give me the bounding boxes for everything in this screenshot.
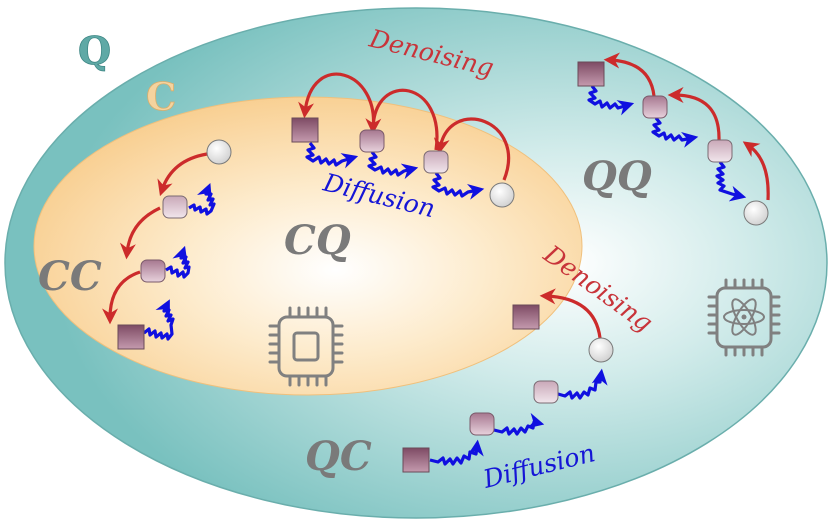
denoising-arrow bbox=[667, 87, 721, 141]
clean-state-circle bbox=[489, 182, 515, 208]
noisy-state-square bbox=[577, 61, 605, 87]
denoising-arrow bbox=[603, 52, 656, 97]
qc-denoising-arrows bbox=[539, 288, 602, 339]
diffusion-arrow bbox=[165, 245, 191, 279]
diffusion-arrow bbox=[143, 299, 175, 341]
intermediate-state-node bbox=[469, 412, 495, 436]
intermediate-state-node bbox=[423, 150, 449, 174]
diffusion-arrow bbox=[188, 183, 216, 216]
denoising-arrow bbox=[102, 270, 141, 325]
quantum-chip-icon bbox=[707, 278, 781, 357]
diffusion-arrow bbox=[367, 151, 419, 180]
diffusion-arrow bbox=[429, 439, 484, 466]
diffusion-arrow bbox=[305, 142, 359, 169]
region-label-qc: QC bbox=[305, 433, 372, 480]
denoising-arrow bbox=[539, 288, 602, 339]
noisy-state-square bbox=[402, 447, 430, 473]
noisy-state-square bbox=[512, 304, 540, 330]
qc-diffusion-arrows bbox=[429, 368, 608, 466]
clean-state-circle bbox=[588, 337, 614, 363]
region-label-cq: CQ bbox=[284, 217, 351, 264]
qq-process bbox=[577, 52, 770, 226]
qc-process bbox=[402, 288, 614, 473]
denoising-arrow bbox=[157, 152, 208, 197]
intermediate-state-node bbox=[162, 195, 188, 219]
cc-process bbox=[102, 139, 232, 350]
noisy-state-square bbox=[117, 324, 145, 350]
intermediate-state-node bbox=[642, 95, 668, 119]
cc-diffusion-arrows bbox=[143, 183, 216, 341]
diffusion-arrow bbox=[587, 85, 635, 116]
cq-denoising-arrows bbox=[298, 72, 511, 181]
cc-denoising-arrows bbox=[102, 152, 208, 325]
diffusion-arrow bbox=[557, 368, 608, 400]
cpu-chip-icon bbox=[268, 306, 344, 387]
cq-process bbox=[291, 72, 515, 208]
qq-diffusion-arrows bbox=[587, 85, 747, 202]
denoising-arrow bbox=[365, 88, 439, 151]
quantum-set-label: Q bbox=[78, 28, 111, 73]
clean-state-circle bbox=[743, 200, 769, 226]
denoising-arrow bbox=[298, 72, 376, 131]
qq-denoising-arrows bbox=[603, 52, 770, 201]
diffusion-arrow bbox=[431, 172, 485, 200]
region-label-qq: QQ bbox=[582, 153, 652, 200]
intermediate-state-node bbox=[140, 259, 166, 283]
cq-diffusion-arrows bbox=[305, 142, 485, 200]
diffusion-arrow bbox=[493, 412, 545, 436]
classical-set-label: C bbox=[146, 74, 176, 119]
region-label-cc: CC bbox=[38, 253, 102, 300]
intermediate-state-node bbox=[359, 129, 385, 153]
denoising-arrow bbox=[742, 141, 770, 201]
diffusion-arrow bbox=[715, 161, 747, 202]
denoising-arrow bbox=[433, 117, 511, 181]
denoising-arrow bbox=[119, 206, 161, 260]
diffusion-arrow bbox=[651, 117, 699, 148]
clean-state-circle bbox=[206, 139, 232, 165]
intermediate-state-node bbox=[707, 139, 733, 163]
intermediate-state-node bbox=[533, 380, 559, 404]
noisy-state-square bbox=[291, 117, 319, 143]
